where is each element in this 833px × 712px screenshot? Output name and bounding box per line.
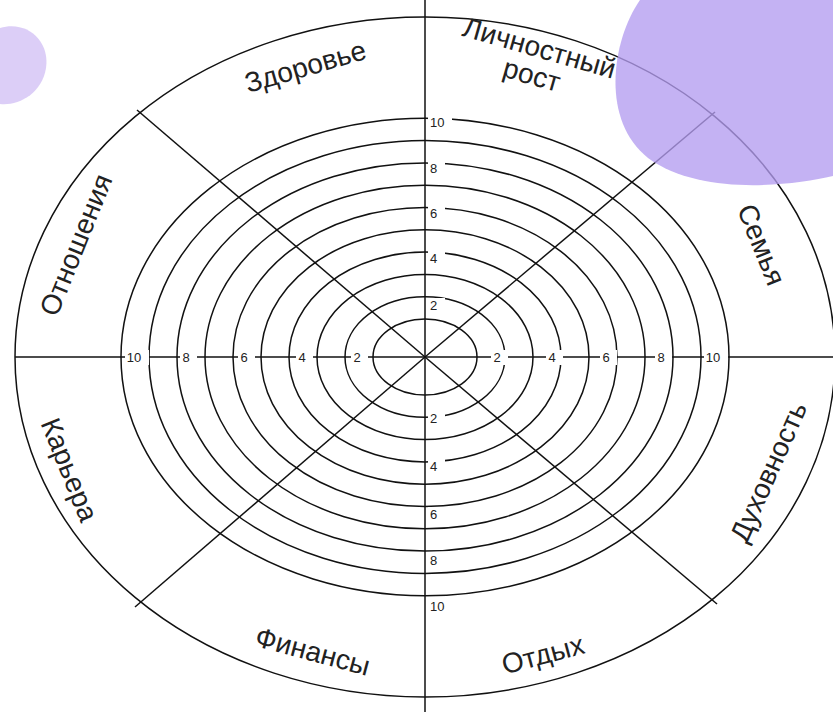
scale-number: 2	[491, 350, 508, 365]
scale-number: 8	[428, 553, 445, 568]
scale-number: 2	[428, 411, 445, 426]
scale-number: 4	[428, 459, 445, 474]
sector-label: Финансы	[252, 623, 374, 681]
scale-number: 2	[351, 350, 368, 365]
sector-label: Отдых	[498, 630, 588, 679]
scale-number: 6	[238, 350, 255, 365]
scale-number: 6	[600, 350, 617, 365]
sector-label: Семья	[732, 200, 790, 290]
sector-line	[135, 357, 425, 607]
scale-number: 10	[428, 115, 452, 130]
scale-number: 10	[428, 599, 452, 614]
scale-number: 2	[428, 298, 445, 313]
decor-blob	[615, 0, 833, 185]
sector-label: Личностный рост	[443, 11, 627, 113]
sector-line	[425, 357, 717, 604]
scale-number: 4	[296, 350, 313, 365]
sector-label: Духовность	[725, 397, 812, 547]
scale-number: 8	[655, 350, 672, 365]
scale-number: 4	[428, 251, 445, 266]
decor-blob	[0, 26, 46, 104]
scale-number: 6	[428, 206, 445, 221]
scale-number: 10	[704, 350, 728, 365]
scale-number: 6	[428, 507, 445, 522]
sector-line	[137, 110, 425, 357]
scale-number: 8	[428, 161, 445, 176]
sector-label: Здоровье	[241, 36, 371, 98]
scale-number: 8	[180, 350, 197, 365]
sector-label: Карьера	[35, 414, 102, 526]
scale-number: 4	[546, 350, 563, 365]
scale-number: 10	[125, 350, 149, 365]
sector-label: Отношения	[35, 170, 118, 320]
